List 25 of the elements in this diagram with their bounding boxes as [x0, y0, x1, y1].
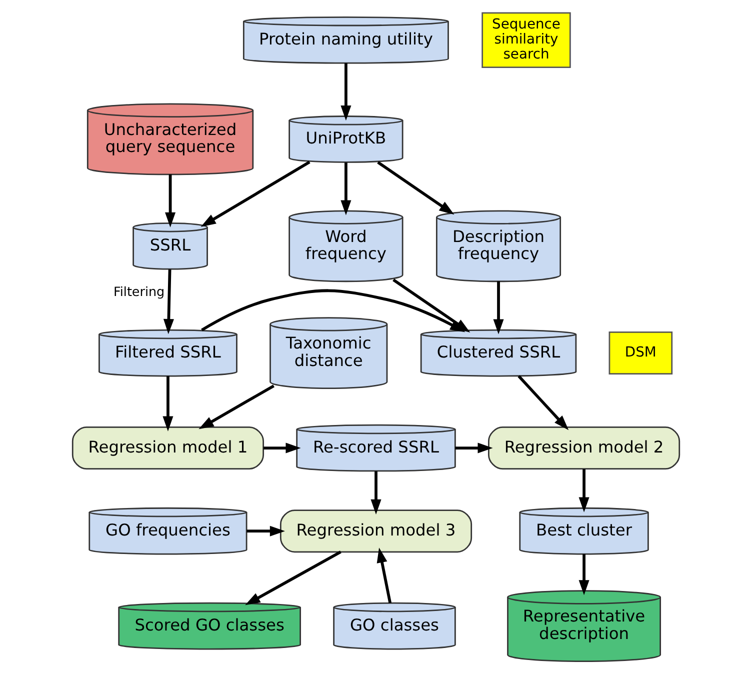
arrow [578, 554, 590, 596]
arrow [201, 289, 466, 332]
edge-label: Filtering [114, 284, 165, 300]
node-box: Regression model 2 [488, 426, 680, 470]
arrow [245, 550, 342, 606]
arrow [370, 471, 382, 514]
arrow [165, 174, 176, 228]
arrow [163, 269, 174, 334]
arrow [455, 442, 493, 454]
arrow [162, 376, 174, 432]
arrow [198, 384, 274, 430]
arrow [263, 442, 301, 454]
arrow [246, 526, 285, 536]
node-box: Regression model 3 [280, 510, 472, 553]
arrow [377, 161, 454, 215]
label: DSM [624, 344, 656, 361]
arrow [578, 469, 590, 512]
arrow [200, 160, 310, 227]
arrow [340, 63, 352, 121]
arrow [493, 281, 504, 334]
label: Sequence similarity search [492, 16, 560, 63]
arrow [518, 375, 569, 430]
arrow [340, 162, 352, 216]
arrow [376, 548, 392, 604]
node-box: Regression model 1 [72, 426, 264, 470]
